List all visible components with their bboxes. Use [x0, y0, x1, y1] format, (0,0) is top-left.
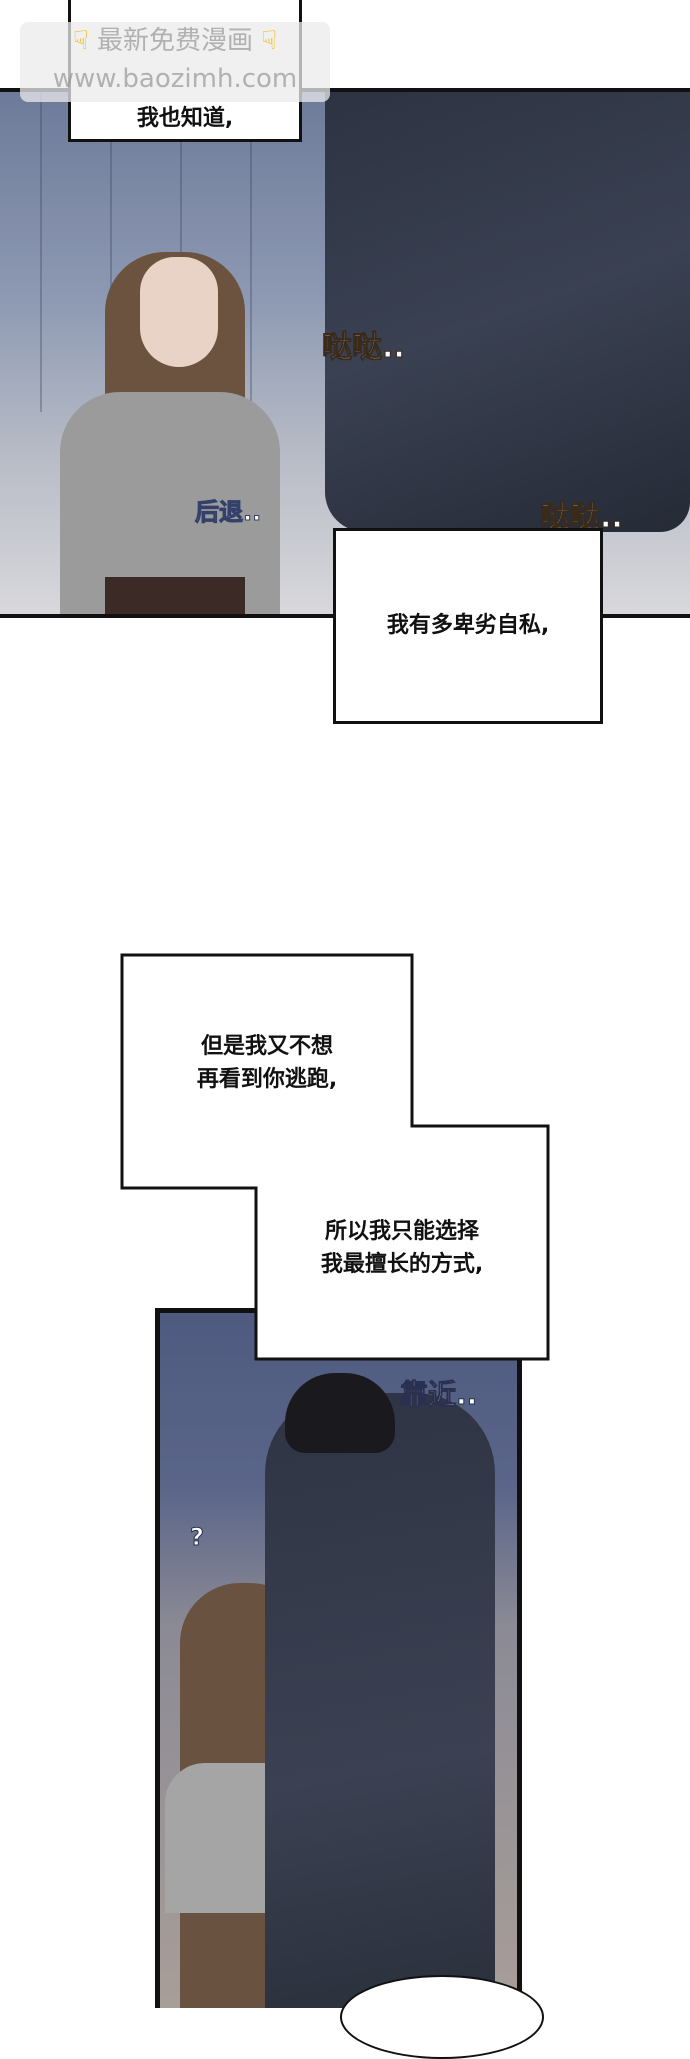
caption-line: 我最擅长的方式, [320, 1252, 484, 1277]
watermark-url: www.baozimh.com [52, 64, 298, 94]
window-frame [250, 92, 252, 412]
caption-box: 我有多卑劣自私, [333, 528, 603, 724]
caption-line: 再看到你逃跑, [196, 1067, 338, 1092]
caption-text: 但是我又不想 再看到你逃跑, [122, 1030, 412, 1096]
caption-box-outline [120, 953, 550, 1361]
sfx-approach: 靠近.. [399, 1378, 478, 1412]
watermark: ☟ 最新免费漫画 ☟ www.baozimh.com [20, 22, 330, 102]
sfx-question: ? [190, 1523, 205, 1552]
window-frame [40, 92, 42, 412]
sfx-footsteps: 哒哒.. [322, 330, 406, 366]
panel-woman-and-man: 哒哒.. 哒哒.. 后退.. [0, 88, 690, 618]
pointing-down-hand-icon: ☟ [261, 26, 278, 56]
caption-line: 但是我又不想 [200, 1034, 333, 1059]
man-hair-illustration [285, 1373, 395, 1453]
woman-pants-illustration [105, 577, 245, 614]
caption-line: 所以我只能选择 [324, 1219, 479, 1244]
speech-bubble [340, 1975, 544, 2059]
man-suit-illustration [325, 92, 690, 532]
woman-face-illustration [140, 257, 218, 367]
caption-text: 我也知道, [136, 106, 234, 132]
caption-text: 我有多卑劣自私, [386, 613, 550, 639]
sfx-step-back: 后退.. [194, 498, 262, 527]
man-suit-illustration [265, 1393, 495, 2008]
window-frame [110, 92, 112, 412]
panel-man-approaches: 靠近.. ? [155, 1308, 522, 2008]
caption-text: 所以我只能选择 我最擅长的方式, [256, 1215, 548, 1281]
watermark-title: 最新免费漫画 [96, 26, 253, 56]
pointing-down-hand-icon: ☟ [72, 26, 89, 56]
